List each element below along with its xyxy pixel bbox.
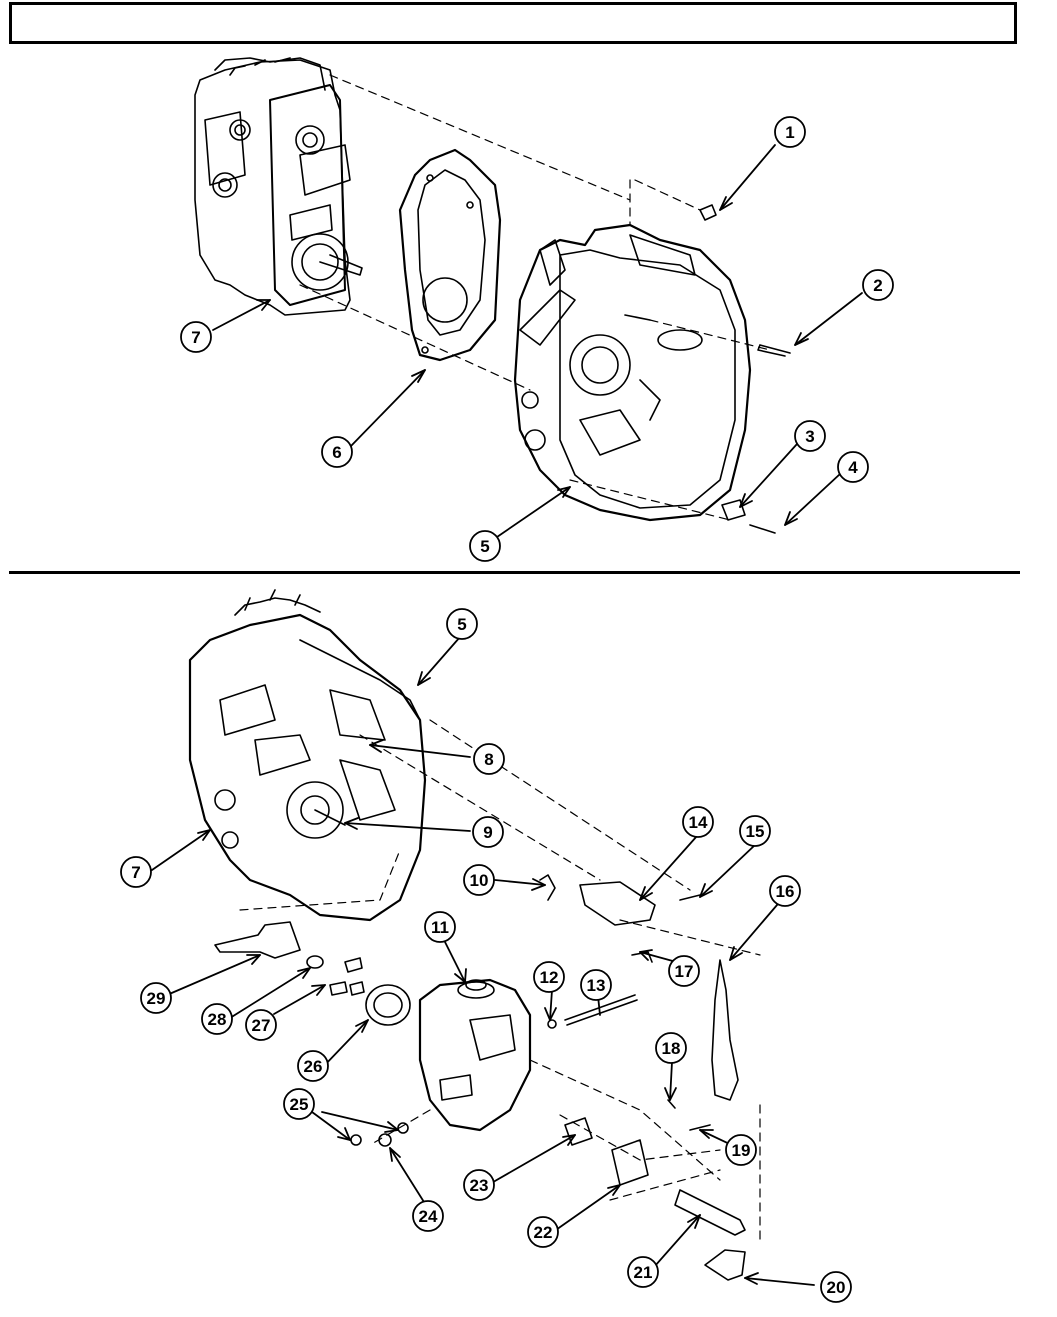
callout-circle-20 (820, 1271, 852, 1303)
callout-circle-22 (527, 1216, 559, 1248)
callout-circle-3 (794, 420, 826, 452)
bottom-parts (214, 874, 746, 1281)
top-hardware (699, 204, 791, 534)
callout-label-8: 8 (484, 750, 493, 769)
callout-label-23: 23 (470, 1176, 489, 1195)
callout-label-2: 2 (873, 276, 882, 295)
callout-circle-12 (533, 961, 565, 993)
callout-circle-29 (140, 982, 172, 1014)
callout-circle-5 (446, 608, 478, 640)
callout-circle-23 (463, 1169, 495, 1201)
leader-arrows (151, 144, 863, 1286)
callout-label-27: 27 (252, 1016, 271, 1035)
callout-label-6: 6 (332, 443, 341, 462)
callout-label-7: 7 (191, 328, 200, 347)
callout-label-5: 5 (480, 537, 489, 556)
callout-label-18: 18 (662, 1039, 681, 1058)
callout-circle-9 (472, 816, 504, 848)
header-box (9, 2, 1017, 44)
callout-circle-13 (580, 969, 612, 1001)
callout-label-25: 25 (290, 1095, 309, 1114)
callout-circle-16 (769, 875, 801, 907)
bottom-engine-assembly (188, 589, 427, 922)
callout-circle-27 (245, 1009, 277, 1041)
callout-label-15: 15 (746, 822, 765, 841)
callout-label-26: 26 (304, 1057, 323, 1076)
callout-circle-6 (321, 436, 353, 468)
callout-circle-18 (655, 1032, 687, 1064)
top-engine-block (194, 57, 363, 316)
callout-circle-7 (180, 321, 212, 353)
callout-circle-26 (297, 1050, 329, 1082)
callout-label-7: 7 (131, 863, 140, 882)
callout-circle-10 (463, 864, 495, 896)
callout-label-9: 9 (483, 823, 492, 842)
callout-label-17: 17 (675, 962, 694, 981)
top-housing (513, 223, 752, 522)
callout-label-11: 11 (431, 918, 449, 937)
section-divider (9, 571, 1020, 574)
callout-circle-24 (412, 1200, 444, 1232)
callout-circle-19 (725, 1134, 757, 1166)
callout-circle-25 (283, 1088, 315, 1120)
bottom-dash-lines (239, 719, 761, 1241)
callout-label-5: 5 (457, 615, 466, 634)
callout-label-22: 22 (534, 1223, 553, 1242)
callout-label-13: 13 (587, 976, 606, 995)
callout-circle-4 (837, 451, 869, 483)
callout-circle-15 (739, 815, 771, 847)
callout-label-3: 3 (805, 427, 814, 446)
callout-circle-11 (424, 911, 456, 943)
callout-label-24: 24 (419, 1207, 438, 1226)
callout-label-16: 16 (776, 882, 795, 901)
callout-label-28: 28 (208, 1010, 227, 1029)
callout-label-29: 29 (147, 989, 166, 1008)
callout-label-20: 20 (827, 1278, 846, 1297)
callout-label-14: 14 (689, 813, 708, 832)
callout-label-10: 10 (470, 871, 489, 890)
callout-label-12: 12 (540, 968, 559, 987)
callout-label-21: 21 (634, 1263, 653, 1282)
callout-circle-7 (120, 856, 152, 888)
callout-circle-17 (668, 955, 700, 987)
callout-label-1: 1 (785, 123, 794, 142)
callout-circle-14 (682, 806, 714, 838)
callout-label-4: 4 (848, 458, 858, 477)
top-gasket (398, 148, 502, 362)
top-dash-lines (299, 74, 771, 521)
callout-circle-1 (774, 116, 806, 148)
callout-circle-8 (473, 743, 505, 775)
callout-label-19: 19 (732, 1141, 751, 1160)
callout-circle-5 (469, 530, 501, 562)
callout-circle-28 (201, 1003, 233, 1035)
callout-circle-21 (627, 1256, 659, 1288)
callout-circle-2 (862, 269, 894, 301)
